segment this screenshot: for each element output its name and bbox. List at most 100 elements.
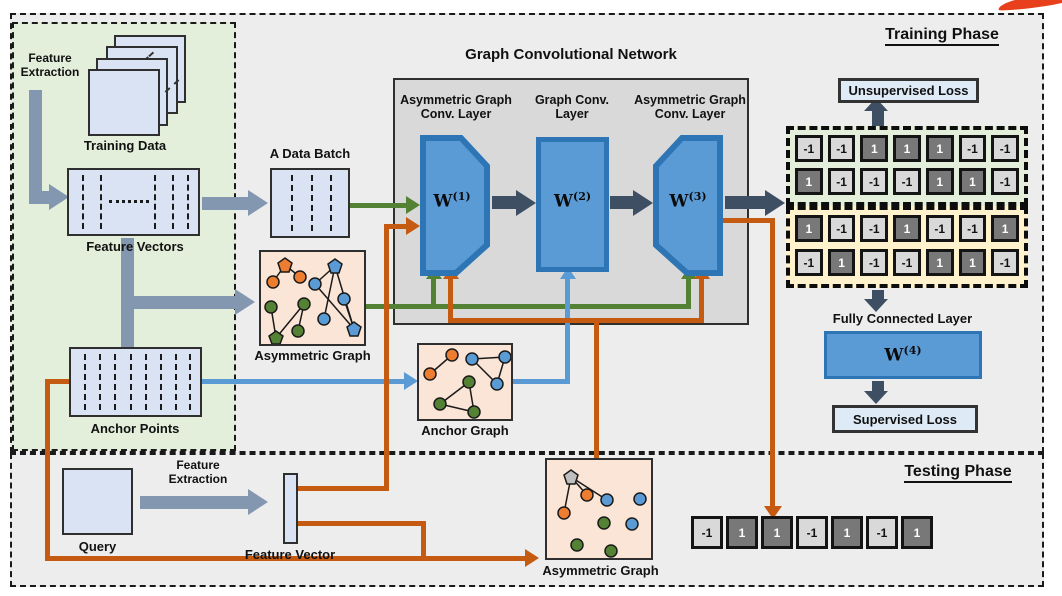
codes-to-fc-shaft (872, 290, 884, 300)
green-node (291, 324, 305, 338)
testing-phase-title: Testing Phase (858, 463, 1058, 483)
w4-to-sup-shaft (872, 381, 884, 392)
asymgraph-w1-branch (431, 277, 436, 307)
code-cell: -1 (795, 135, 823, 162)
w2-label: W(2) (553, 190, 592, 212)
code-cell: -1 (795, 249, 823, 276)
fully-connected-label: Fully Connected Layer (832, 311, 973, 326)
bottom-bus-arrowhead (525, 549, 539, 567)
fully-connected-w4-box: W(4) (824, 331, 982, 379)
code-cell: 1 (893, 135, 921, 162)
blue-node (465, 352, 479, 366)
code-cell: -1 (893, 168, 921, 195)
code-cell: -1 (827, 215, 856, 242)
blue-node (600, 493, 614, 507)
featvec-to-graph-drop (421, 521, 426, 561)
vector-divider (145, 354, 147, 410)
vector-divider (114, 354, 116, 410)
blue-node (625, 517, 639, 531)
code-cell: 1 (726, 516, 758, 549)
w4-label: W(4) (884, 344, 922, 366)
featvec-to-w1-riser (384, 224, 389, 490)
gcn-title: Graph Convolutional Network (465, 46, 677, 63)
green-node (597, 516, 611, 530)
w3-out-arrowhead (765, 190, 785, 216)
w2-w3-arrow-shaft (610, 196, 636, 209)
w1-w2-arrow-shaft (492, 196, 519, 209)
w3-output-hline (723, 218, 775, 223)
vector-divider (84, 354, 86, 410)
code-cell: -1 (827, 135, 856, 162)
testgraph-bus (448, 318, 704, 323)
training-data-sheet (88, 69, 160, 136)
anchor-graph-label: Anchor Graph (421, 423, 509, 438)
w4-to-sup-arrowhead (864, 391, 888, 404)
green-node (297, 297, 311, 311)
codes-to-fc-arrowhead (864, 299, 888, 312)
layer3-label: Asymmetric Graph Conv. Layer (634, 93, 746, 122)
feature-extraction-testing-label: Feature Extraction (168, 458, 228, 486)
featvec-to-graph-hline (298, 521, 426, 526)
code-cell: 1 (893, 215, 921, 242)
vector-divider (291, 175, 293, 231)
green-node (264, 300, 278, 314)
blue-node (337, 292, 351, 306)
asymgraph-w3-branch (686, 277, 691, 307)
code-cell: -1 (958, 215, 987, 242)
vector-divider (160, 354, 162, 410)
supervised-loss-box: Supervised Loss (832, 405, 978, 433)
anchor-points-box (69, 347, 202, 417)
unsupervised-loss-box: Unsupervised Loss (838, 78, 979, 103)
anchors-to-anchorgraph-arrowhead (404, 372, 418, 390)
code-cell: 1 (860, 135, 889, 162)
orange-node (293, 270, 307, 284)
vector-divider (311, 175, 313, 231)
vector-divider (154, 175, 156, 229)
asymmetric-graph-testing (557, 469, 647, 558)
orange-node (580, 488, 594, 502)
green-node (433, 397, 447, 411)
training-phase-title: Training Phase (842, 26, 1042, 46)
code-cell: 1 (827, 249, 856, 276)
code-cell: -1 (827, 168, 856, 195)
blue-node (633, 492, 647, 506)
feature-extraction-arrowhead (49, 184, 69, 210)
code-cell: -1 (691, 516, 723, 549)
asymmetric-graph-training-label: Asymmetric Graph (254, 348, 371, 363)
code-cell: -1 (958, 135, 987, 162)
feature-vector-box (283, 473, 298, 544)
vectors-to-anchors-shaft (121, 238, 134, 347)
batch-to-w1-arrowhead (406, 196, 420, 214)
code-cell: -1 (893, 249, 921, 276)
code-cell: 1 (901, 516, 933, 549)
a-data-batch-box (270, 168, 350, 238)
code-cell: -1 (991, 249, 1019, 276)
green-node (467, 405, 481, 419)
query-label: Query (78, 539, 117, 554)
query-pentagon-node (563, 469, 579, 485)
code-cell: -1 (866, 516, 898, 549)
layer2-label: Graph Conv. Layer (534, 93, 610, 122)
code-cell: -1 (991, 168, 1019, 195)
code-cell: 1 (925, 168, 954, 195)
anchors-to-anchorgraph-line (202, 379, 406, 384)
code-cell: 1 (831, 516, 863, 549)
code-cell: -1 (991, 135, 1019, 162)
code-cell: 1 (925, 249, 954, 276)
feature-vector-label: Feature Vector (244, 547, 336, 562)
code-cell: 1 (991, 215, 1019, 242)
anchorgraph-w2-riser (565, 278, 570, 384)
anchors-left-line (45, 379, 71, 384)
vector-divider (172, 175, 174, 229)
corner-ribbon (997, 0, 1062, 12)
vector-divider (82, 175, 84, 229)
code-cell: -1 (925, 215, 954, 242)
vector-divider (100, 175, 102, 229)
orange-node (445, 348, 459, 362)
training-data-label: Training Data (83, 138, 167, 153)
vector-divider (175, 354, 177, 410)
asymmetric-graph-training-box (259, 250, 366, 346)
code-cell: -1 (860, 249, 889, 276)
